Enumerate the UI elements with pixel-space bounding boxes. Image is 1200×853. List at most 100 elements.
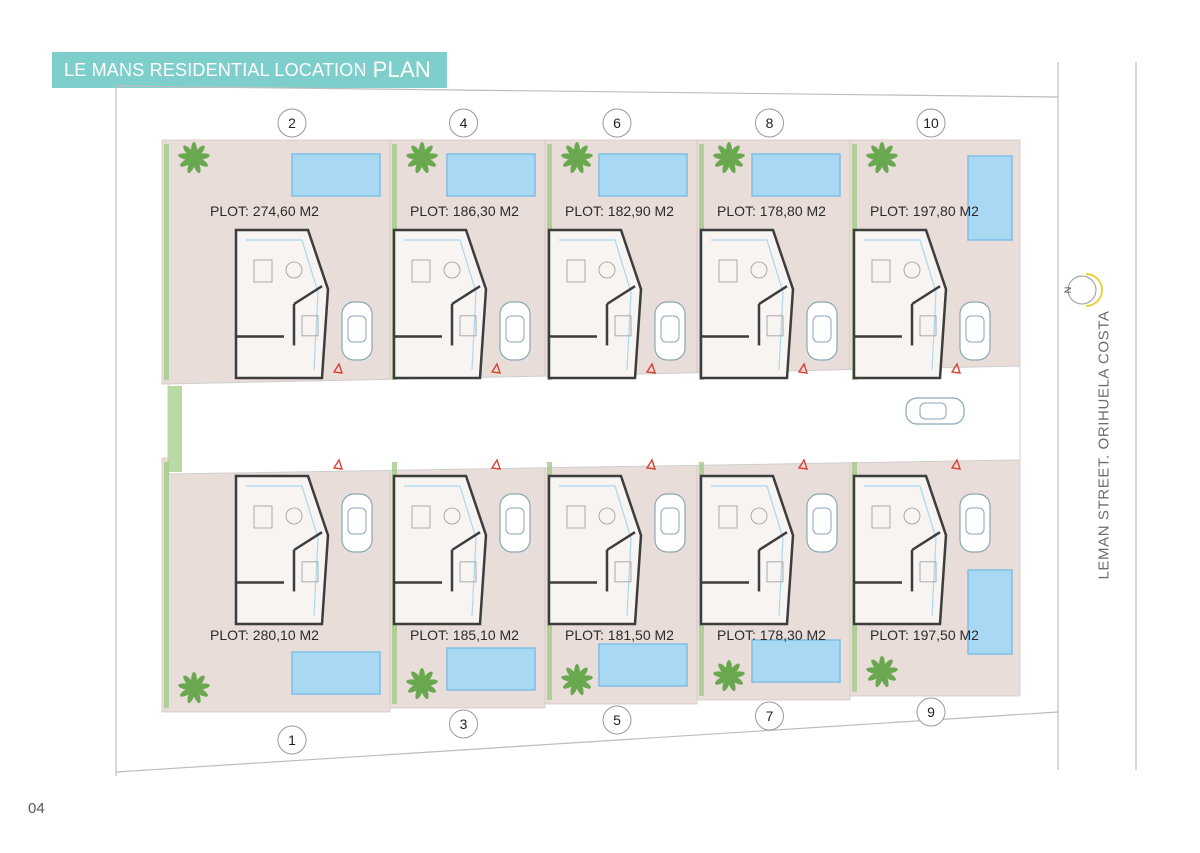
title-banner: LE MANS RESIDENTIAL LOCATION PLAN <box>52 52 447 88</box>
table <box>443 261 461 279</box>
plot-number: 1 <box>288 732 296 748</box>
palm-tree-icon <box>561 142 593 174</box>
plot-area-label: PLOT: 178,80 M2 <box>717 203 826 219</box>
interior-wall <box>451 531 481 552</box>
bed <box>766 561 784 583</box>
entrance-marker <box>950 458 962 470</box>
plot-number: 4 <box>460 115 468 131</box>
page-number: 04 <box>28 800 45 817</box>
plot-number-badge: 1 <box>277 725 307 755</box>
sofa <box>871 259 891 283</box>
car-icon <box>806 301 838 361</box>
interior-wall <box>293 531 323 552</box>
plot-area-label: PLOT: 178,30 M2 <box>717 627 826 643</box>
entrance-marker <box>490 362 502 374</box>
plot-number: 5 <box>613 712 621 728</box>
entrance-marker <box>332 458 344 470</box>
entrance-marker <box>797 362 809 374</box>
table <box>443 507 461 525</box>
plot-number: 2 <box>288 115 296 131</box>
parked-car <box>905 397 965 425</box>
house-outline <box>392 474 488 626</box>
hedge <box>164 462 169 708</box>
table <box>598 507 616 525</box>
entrance-marker <box>645 362 657 374</box>
terrace-glass <box>559 485 632 617</box>
palm-tree-icon <box>866 656 898 688</box>
house-outline <box>547 474 643 626</box>
plot-area-label: PLOT: 197,50 M2 <box>870 627 979 643</box>
sofa <box>253 259 273 283</box>
car-icon <box>341 301 373 361</box>
house-outline <box>547 228 643 380</box>
plot-4: PLOT: 186,30 M2 4 <box>392 108 536 380</box>
house-outline <box>234 474 330 626</box>
boundary-bottom <box>115 711 1059 773</box>
bed <box>301 561 319 583</box>
pool <box>751 153 841 197</box>
terrace-glass <box>246 239 319 371</box>
boundary-top <box>115 85 1059 98</box>
table <box>598 261 616 279</box>
palm-tree-icon <box>713 660 745 692</box>
pool <box>291 153 381 197</box>
plot-area-label: PLOT: 185,10 M2 <box>410 627 519 643</box>
hedge <box>164 144 169 380</box>
table <box>903 261 921 279</box>
palm-tree-icon <box>866 142 898 174</box>
table <box>750 507 768 525</box>
interior-wall <box>911 285 941 306</box>
house-outline <box>234 228 330 380</box>
sofa <box>566 505 586 529</box>
plot-area-label: PLOT: 274,60 M2 <box>210 203 319 219</box>
bed <box>614 561 632 583</box>
pool <box>446 153 536 197</box>
bed <box>919 315 937 337</box>
bed <box>301 315 319 337</box>
terrace-glass <box>246 485 319 617</box>
table <box>903 507 921 525</box>
plot-3: PLOT: 185,10 M2 3 <box>392 458 536 739</box>
plot-number-badge: 9 <box>916 697 946 727</box>
plot-6: PLOT: 182,90 M26 <box>547 108 688 380</box>
sofa <box>253 505 273 529</box>
car-icon <box>959 301 991 361</box>
compass-north: N <box>1063 287 1073 294</box>
interior-wall <box>911 531 941 552</box>
plot-number: 8 <box>766 115 774 131</box>
bed <box>459 315 477 337</box>
pool <box>751 639 841 683</box>
sofa <box>411 259 431 283</box>
house-outline <box>699 474 795 626</box>
plot-9: PLOT: 197,50 M2 9 <box>852 458 1013 727</box>
terrace-glass <box>864 239 937 371</box>
plot-number: 3 <box>460 716 468 732</box>
palm-tree-icon <box>406 142 438 174</box>
bed <box>919 561 937 583</box>
palm-tree-icon <box>561 664 593 696</box>
house-outline <box>699 228 795 380</box>
car-icon <box>654 301 686 361</box>
plot-1: PLOT: 280,10 M2 1 <box>164 458 381 755</box>
plot-number-badge: 6 <box>602 108 632 138</box>
title-emphasis: PLAN <box>372 57 431 82</box>
bed <box>459 561 477 583</box>
plot-area-label: PLOT: 186,30 M2 <box>410 203 519 219</box>
interior-wall <box>606 285 636 306</box>
pool <box>967 569 1013 655</box>
house-outline <box>392 228 488 380</box>
compass-arc <box>1085 273 1103 307</box>
plot-number-badge: 10 <box>916 108 946 138</box>
entrance-marker <box>332 362 344 374</box>
pool <box>967 155 1013 241</box>
plot-number-badge: 2 <box>277 108 307 138</box>
entrance-marker <box>950 362 962 374</box>
plot-area-label: PLOT: 280,10 M2 <box>210 627 319 643</box>
entrance-marker <box>797 458 809 470</box>
car-icon <box>806 493 838 553</box>
car-icon <box>959 493 991 553</box>
palm-tree-icon <box>178 672 210 704</box>
